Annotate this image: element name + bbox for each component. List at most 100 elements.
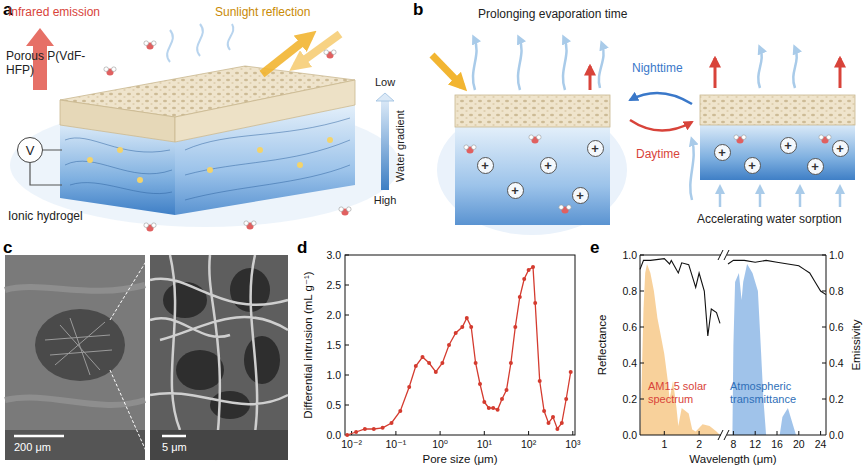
vapor-arrows [473, 38, 604, 90]
scale-bar [14, 435, 64, 438]
solar-spectrum-fill [640, 264, 720, 435]
tick-label: 0.8 [829, 285, 844, 297]
atmospheric-window-fill [780, 408, 796, 435]
tick-label: 0.4 [829, 357, 844, 369]
tick-label: 0.0 [622, 429, 637, 441]
scale-label: 5 μm [162, 441, 187, 454]
tick-label: 3.0 [326, 249, 341, 261]
day-cycle-arrow [630, 120, 692, 131]
sem-image-high [150, 255, 288, 460]
panel-e-art [640, 250, 826, 440]
water-molecule [339, 207, 351, 216]
tick-label: 1.0 [829, 249, 844, 261]
gradient-arrowhead [376, 93, 394, 101]
panel-letter: e [590, 238, 599, 258]
tick-label: 12 [749, 438, 761, 450]
water-molecule [144, 41, 156, 50]
infrared-arrow [714, 58, 717, 88]
plot-frame [640, 255, 826, 435]
reflectance-curve [640, 259, 720, 336]
cation-circle: + [477, 157, 494, 174]
annotation: Infrared emission [8, 6, 100, 20]
tick-label: 0.2 [622, 393, 637, 405]
cation-circle: + [832, 140, 849, 157]
water-molecule [104, 67, 116, 76]
tick-label: 1.0 [622, 249, 637, 261]
cation-circle: + [572, 187, 589, 204]
tick-label: 0.0 [326, 429, 341, 441]
band-label: AM1.5 solar spectrum [648, 380, 726, 405]
cation-circle: + [714, 144, 731, 161]
axis-title: Pore size (μm) [423, 453, 498, 466]
cation-circle: + [587, 140, 604, 157]
node-text: + [811, 160, 819, 173]
infrared-arrow [589, 66, 592, 90]
tick-label: 0.8 [622, 285, 637, 297]
cation-circle: + [507, 182, 524, 199]
tick-label: 2.0 [326, 309, 341, 321]
cation-circle: + [780, 137, 797, 154]
sem-texture [5, 285, 145, 405]
tick-label: 1.5 [326, 339, 341, 351]
cycle-label: Daytime [636, 148, 680, 162]
tick-label: 0.4 [622, 357, 637, 369]
sorption-arrows [690, 48, 840, 207]
sunlight-arrow [262, 36, 310, 74]
tick-label: 10⁻¹ [386, 438, 407, 450]
annotation: Sunlight reflection [215, 6, 310, 20]
tick-label: 8 [730, 438, 736, 450]
cation-circle: + [540, 157, 557, 174]
porous-front [60, 100, 175, 142]
axis-title: Differential intrusion (mL g⁻¹) [302, 271, 315, 418]
plot-frame [345, 255, 575, 435]
annotation: Accelerating water sorption [697, 213, 842, 227]
gradient-bar [381, 100, 389, 190]
tick-label: 20 [793, 438, 805, 450]
node-text: + [784, 139, 792, 152]
node-text: + [576, 189, 584, 202]
scale-strip [150, 430, 288, 460]
tick-label: 10¹ [477, 438, 492, 450]
water-molecule [464, 145, 476, 154]
water-molecule [244, 221, 256, 230]
sem-fibers [150, 255, 288, 460]
cation-circle: + [744, 157, 761, 174]
panel-c-art [5, 255, 288, 460]
water-molecule [144, 223, 156, 232]
porous-side [175, 80, 355, 142]
tick-label: 0.6 [622, 321, 637, 333]
tick-label: 16 [771, 438, 783, 450]
sem-pores [163, 268, 280, 419]
tick-label: 10² [521, 438, 536, 450]
water-molecule [324, 50, 336, 59]
vapor-streak [167, 24, 233, 62]
scale-strip [5, 430, 145, 460]
layer-label: Ionic hydrogel [8, 210, 83, 224]
hydrogel-night [700, 125, 855, 180]
sem-texture [45, 318, 112, 375]
axis-title: Reflectance [596, 315, 609, 376]
hydrogel-day [455, 127, 610, 225]
atmospheric-window-fill [732, 264, 766, 435]
tick-label: 1.0 [326, 369, 341, 381]
tick-label: 10⁰ [432, 438, 448, 450]
node-text: + [718, 146, 726, 159]
scale-label: 200 μm [14, 441, 51, 454]
porous-night [700, 95, 855, 125]
node-text: + [748, 159, 756, 172]
tick-label: 2 [696, 438, 702, 450]
tick-label: 0.6 [829, 321, 844, 333]
panel-letter: d [297, 238, 307, 258]
gradient-title: Water gradient [394, 110, 407, 182]
porous-day [455, 95, 610, 127]
node-text: + [481, 159, 489, 172]
node-text: V [26, 144, 35, 157]
node-text: + [544, 159, 552, 172]
tick-label: 1 [661, 438, 667, 450]
tick-label: 10⁻² [341, 438, 362, 450]
voltmeter-circle: V [17, 137, 43, 163]
zoom-line [110, 255, 150, 460]
axis-title: Emissivity [850, 319, 863, 370]
annotation: Prolonging evaporation time [478, 8, 627, 22]
